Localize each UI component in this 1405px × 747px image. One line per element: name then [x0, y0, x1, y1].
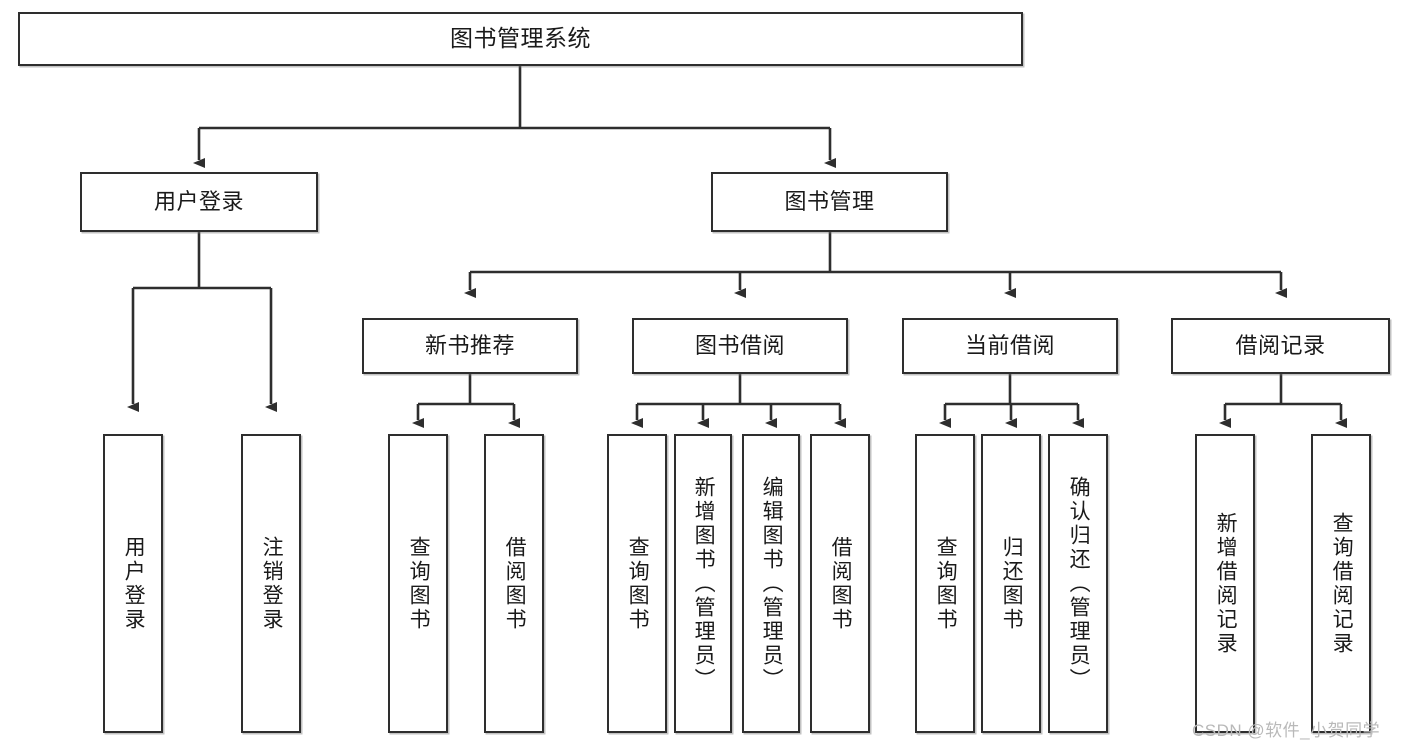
node-root-book-management-system[interactable]: 图书管理系统	[18, 12, 1023, 66]
leaf-user-login-logout[interactable]: 注销登录	[241, 434, 301, 733]
csdn-watermark: CSDN @软件_小贺同学	[1192, 721, 1381, 740]
node-book-management[interactable]: 图书管理	[711, 172, 948, 232]
node-label: 图书借阅	[694, 333, 785, 359]
node-label: 归还图书	[1000, 535, 1024, 632]
leaf-user-login-login[interactable]: 用户登录	[103, 434, 163, 733]
node-label: 查询图书	[407, 535, 431, 632]
leaf-borrow-record-query-record[interactable]: 查询借阅记录	[1311, 434, 1371, 733]
leaf-book-borrow-query-book[interactable]: 查询图书	[607, 434, 667, 733]
leaf-current-borrow-return-book[interactable]: 归还图书	[981, 434, 1041, 733]
leaf-borrow-record-add-record[interactable]: 新增借阅记录	[1195, 434, 1255, 733]
node-user-login[interactable]: 用户登录	[80, 172, 318, 232]
node-label: 注销登录	[260, 535, 284, 632]
leaf-book-borrow-edit-book-admin[interactable]: 编辑图书（管理员）	[742, 434, 800, 733]
node-label: 新增借阅记录	[1214, 511, 1238, 656]
node-label: 新增图书（管理员）	[692, 475, 716, 692]
node-label: 查询借阅记录	[1330, 511, 1354, 656]
node-label: 图书管理	[784, 189, 875, 215]
node-label: 新书推荐	[424, 333, 515, 359]
leaf-current-borrow-confirm-return-admin[interactable]: 确认归还（管理员）	[1048, 434, 1108, 733]
leaf-new-book-borrow-book[interactable]: 借阅图书	[484, 434, 544, 733]
node-label: 借阅图书	[503, 535, 527, 632]
node-label: 图书管理系统	[450, 25, 591, 52]
node-label: 当前借阅	[964, 333, 1055, 359]
node-current-borrow[interactable]: 当前借阅	[902, 318, 1118, 374]
node-label: 查询图书	[934, 535, 958, 632]
node-label: 借阅图书	[829, 535, 853, 632]
node-label: 用户登录	[122, 535, 146, 632]
node-label: 查询图书	[626, 535, 650, 632]
node-label: 借阅记录	[1235, 333, 1326, 359]
node-new-book-recommendation[interactable]: 新书推荐	[362, 318, 578, 374]
leaf-book-borrow-add-book-admin[interactable]: 新增图书（管理员）	[674, 434, 732, 733]
node-book-borrow[interactable]: 图书借阅	[632, 318, 848, 374]
leaf-new-book-query-book[interactable]: 查询图书	[388, 434, 448, 733]
leaf-book-borrow-borrow-book[interactable]: 借阅图书	[810, 434, 870, 733]
leaf-current-borrow-query-book[interactable]: 查询图书	[915, 434, 975, 733]
node-borrow-record[interactable]: 借阅记录	[1171, 318, 1390, 374]
node-label: 编辑图书（管理员）	[760, 475, 784, 692]
node-label: 确认归还（管理员）	[1067, 475, 1091, 692]
node-label: 用户登录	[153, 189, 244, 215]
